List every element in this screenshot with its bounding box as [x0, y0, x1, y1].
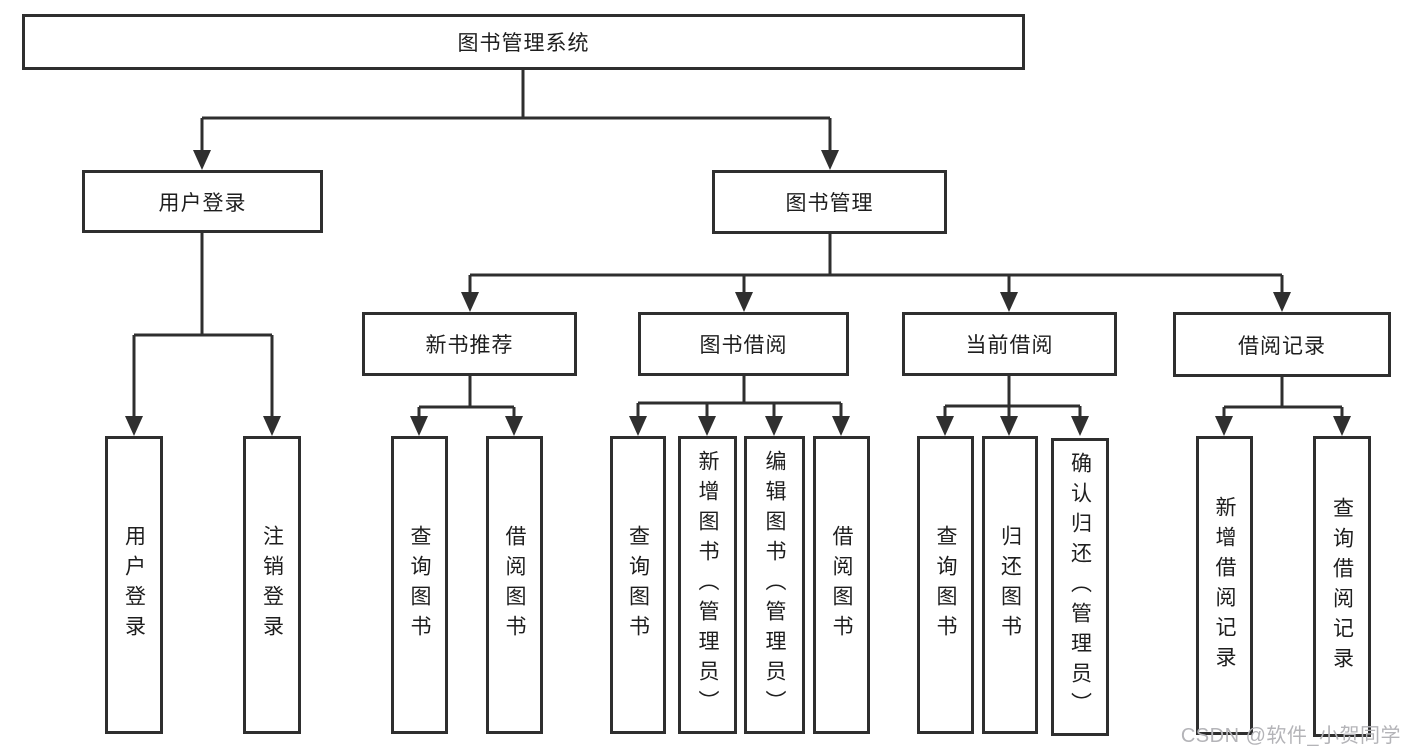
leaf-newbook-borrow-books: 借阅图书	[486, 436, 543, 734]
leaf-current-query-books: 查询图书	[917, 436, 974, 734]
node-book-borrow: 图书借阅	[638, 312, 849, 376]
leaf-borrow-add-books-admin: 新增图书（管理员）	[678, 436, 737, 734]
node-book-management: 图书管理	[712, 170, 947, 234]
leaf-records-add-record: 新增借阅记录	[1196, 436, 1253, 735]
arrowheads	[125, 150, 1351, 436]
leaf-newbook-query-books: 查询图书	[391, 436, 448, 734]
node-user-login: 用户登录	[82, 170, 323, 233]
leaf-borrow-query-books: 查询图书	[610, 436, 666, 734]
leaf-records-query-record: 查询借阅记录	[1313, 436, 1371, 737]
leaf-borrow-borrow-books: 借阅图书	[813, 436, 870, 734]
connector-strokes	[132, 70, 1344, 420]
node-new-book-recommend: 新书推荐	[362, 312, 577, 376]
csdn-watermark: CSDN @软件_小贺同学	[1180, 725, 1401, 747]
node-current-borrow: 当前借阅	[902, 312, 1117, 376]
leaf-current-return-books: 归还图书	[982, 436, 1038, 734]
leaf-user-login: 用户登录	[105, 436, 163, 734]
node-borrow-records: 借阅记录	[1173, 312, 1391, 377]
leaf-current-confirm-return-admin: 确认归还（管理员）	[1051, 438, 1109, 736]
node-library-management-system: 图书管理系统	[22, 14, 1025, 70]
leaf-logout: 注销登录	[243, 436, 301, 734]
leaf-borrow-edit-books-admin: 编辑图书（管理员）	[744, 436, 805, 734]
